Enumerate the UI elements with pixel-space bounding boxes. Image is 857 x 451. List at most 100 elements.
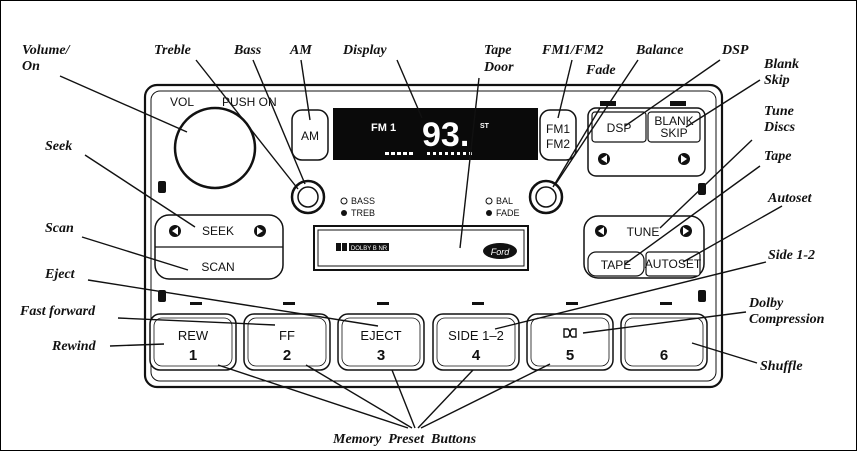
- callout-rewind: Rewind: [51, 339, 97, 354]
- seek-right-arrow-icon[interactable]: [254, 225, 266, 237]
- leader-fm1-fm2: [557, 59, 573, 119]
- display-stereo-indicator: ST: [480, 123, 490, 130]
- autoset-button[interactable]: AUTOSET: [645, 251, 702, 277]
- leader-side-1-2: [494, 261, 767, 330]
- leader-memory-3: [391, 369, 416, 429]
- preset-button-6[interactable]: 6: [620, 313, 708, 371]
- fm2-label: FM2: [546, 137, 570, 151]
- tape-button-label: TAPE: [601, 258, 631, 272]
- vol-label: VOL: [170, 95, 194, 109]
- leader-dsp: [624, 59, 721, 127]
- fade-label: FADE: [496, 208, 520, 218]
- preset-indicator-bars: [190, 302, 672, 305]
- preset-button-4[interactable]: SIDE 1–2 4: [432, 313, 520, 371]
- leader-am: [300, 59, 311, 121]
- seek-button[interactable]: SEEK: [160, 219, 278, 245]
- preset-6-number: 6: [660, 347, 668, 364]
- dsp-button-label: DSP: [607, 121, 632, 135]
- scan-button[interactable]: SCAN: [160, 250, 278, 276]
- leader-seek: [84, 154, 196, 228]
- display-band: FM 1: [371, 122, 396, 134]
- callout-dsp: DSP: [721, 43, 749, 58]
- callout-bass: Bass: [233, 43, 262, 58]
- leader-bass: [252, 59, 306, 185]
- leader-balance: [554, 59, 639, 186]
- seek-button-label: SEEK: [202, 224, 234, 238]
- scan-button-label: SCAN: [201, 260, 234, 274]
- svg-text:Ford: Ford: [491, 247, 511, 257]
- callout-discs: Discs: [763, 120, 796, 135]
- leader-eject: [87, 279, 379, 327]
- radio-faceplate: [143, 83, 724, 389]
- fm1-label: FM1: [546, 122, 570, 136]
- blank-label: BLANK: [654, 114, 693, 128]
- fade-indicator-icon: [486, 210, 492, 216]
- push-on-label: PUSH ON: [222, 95, 277, 109]
- callout-compression: Compression: [749, 312, 825, 327]
- bal-indicator-icon: [485, 197, 493, 205]
- leader-tape-door: [459, 77, 480, 249]
- dolby-nr-label: DOLBY B NR: [351, 246, 388, 252]
- tune-tape-block: [583, 215, 705, 279]
- leader-volume: [59, 75, 188, 133]
- preset-4-number: 4: [472, 347, 481, 364]
- preset-2-number: 2: [283, 347, 291, 364]
- callout-labels: Volume/ On Treble Bass AM Display Tape D…: [19, 43, 825, 447]
- tape-button[interactable]: TAPE: [587, 251, 645, 277]
- preset-button-2[interactable]: FF 2: [243, 313, 331, 371]
- treb-indicator-icon: [341, 210, 347, 216]
- leader-tune: [659, 139, 753, 229]
- leader-memory-4: [417, 369, 474, 429]
- leader-blank-skip: [685, 79, 761, 128]
- callout-tape-button: Tape: [764, 149, 791, 164]
- leader-memory-5: [420, 363, 551, 429]
- tune-button-label: TUNE: [627, 225, 660, 239]
- leader-tape: [624, 165, 761, 265]
- leader-display: [396, 59, 423, 119]
- callout-treble: Treble: [154, 43, 191, 58]
- dsp-skip-block: [587, 101, 706, 177]
- display: FM 1 93. ST: [333, 108, 538, 160]
- callout-side-1-2: Side 1-2: [768, 248, 815, 263]
- preset-button-5[interactable]: 5: [526, 313, 614, 371]
- leader-memory-2: [305, 364, 413, 429]
- tune-right-arrow-icon[interactable]: [680, 225, 692, 237]
- leader-dolby: [582, 311, 747, 334]
- am-button[interactable]: AM: [291, 109, 329, 161]
- preset-3-number: 3: [377, 347, 385, 364]
- bass-treble-knob[interactable]: [290, 179, 326, 215]
- fm1-fm2-button[interactable]: FM1 FM2: [539, 109, 577, 161]
- blank-skip-button[interactable]: BLANK SKIP: [647, 111, 701, 143]
- volume-knob[interactable]: [173, 106, 257, 190]
- leader-memory-1: [217, 364, 409, 429]
- autoset-button-label: AUTOSET: [645, 257, 702, 271]
- preset-2-label: FF: [279, 328, 295, 343]
- leader-autoset: [682, 205, 783, 263]
- balance-fade-knob[interactable]: [528, 179, 564, 215]
- dolby-double-d-icon: [563, 328, 577, 338]
- callout-fm1-fm2: FM1/FM2: [541, 43, 603, 58]
- seek-left-arrow-icon[interactable]: [169, 225, 181, 237]
- preset-5-number: 5: [566, 347, 574, 364]
- tune-left-arrow-icon[interactable]: [595, 225, 607, 237]
- dolby-double-d-icon: [336, 243, 347, 251]
- callout-scan: Scan: [45, 221, 74, 236]
- skip-label: SKIP: [660, 126, 687, 140]
- preset-1-number: 1: [189, 347, 197, 364]
- callout-balance: Balance: [635, 43, 683, 58]
- dsp-button[interactable]: DSP: [591, 111, 647, 143]
- tune-button[interactable]: TUNE: [588, 219, 700, 245]
- bass-indicator-icon: [340, 197, 348, 205]
- preset-button-1[interactable]: REW 1: [149, 313, 237, 371]
- callout-blank: Blank: [763, 57, 799, 72]
- leader-scan: [81, 236, 189, 271]
- treb-label: TREB: [351, 208, 375, 218]
- preset-1-label: REW: [178, 328, 209, 343]
- dsp-right-arrow-icon[interactable]: [678, 153, 690, 165]
- callout-memory-preset-buttons: Memory Preset Buttons: [332, 432, 477, 447]
- leader-shuffle: [691, 342, 758, 364]
- preset-button-3[interactable]: EJECT 3: [337, 313, 425, 371]
- callout-fade: Fade: [585, 63, 616, 78]
- dsp-left-arrow-icon[interactable]: [598, 153, 610, 165]
